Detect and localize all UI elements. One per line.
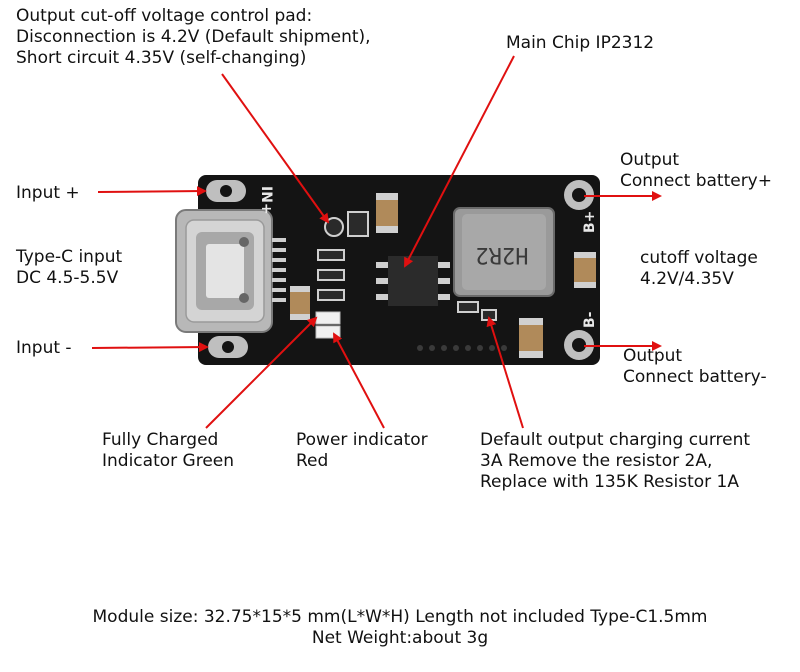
- cutoff-pad-line-2: Disconnection is 4.2V (Default shipment)…: [16, 27, 371, 47]
- hole-row: [417, 345, 507, 351]
- output-plus-line-2: Connect battery+: [620, 171, 772, 191]
- output-plus-line-1: Output: [620, 150, 680, 170]
- charging-current-line-1: Default output charging current: [480, 430, 751, 450]
- arrow-fully-charged: [205, 316, 318, 429]
- inductor-marking: H2R2: [476, 242, 529, 267]
- input-minus-label: Input -: [16, 338, 72, 358]
- typec-line-2: DC 4.5-5.5V: [16, 268, 119, 288]
- smd-resistors: [317, 211, 497, 321]
- cutoff-voltage-line-1: cutoff voltage: [640, 248, 758, 268]
- output-minus-line-2: Connect battery-: [623, 367, 767, 387]
- main-chip-label: Main Chip IP2312: [506, 33, 655, 53]
- silkscreen-in-plus: IN+: [258, 186, 274, 215]
- pad-in-plus: [206, 180, 246, 202]
- arrow-main-chip: [404, 55, 515, 268]
- cutoff-voltage-label: cutoff voltage 4.2V/4.35V: [640, 248, 758, 290]
- pointer-arrows: [91, 55, 662, 429]
- typec-label: Type-C input DC 4.5-5.5V: [16, 247, 122, 289]
- typec-connector: [175, 209, 273, 333]
- led-red: [315, 325, 341, 339]
- typec-line-1: Type-C input: [16, 247, 123, 267]
- silkscreen-b-minus: B-: [582, 311, 598, 328]
- fully-charged-label: Fully Charged Indicator Green: [102, 430, 234, 472]
- inductor: H2R2: [453, 207, 555, 297]
- charging-current-line-3: Replace with 135K Resistor 1A: [480, 472, 739, 492]
- fully-charged-line-2: Indicator Green: [102, 451, 235, 471]
- arrow-charging-current: [486, 316, 524, 429]
- cutoff-pad-line-1: Output cut-off voltage control pad:: [16, 6, 313, 26]
- output-minus-label: Output Connect battery-: [623, 346, 767, 388]
- power-indicator-line-1: Power indicator: [296, 430, 428, 450]
- cutoff-voltage-line-2: 4.2V/4.35V: [640, 269, 734, 289]
- output-plus-label: Output Connect battery+: [620, 150, 772, 192]
- power-indicator-label: Power indicator Red: [296, 430, 428, 472]
- main-chip: [376, 256, 450, 306]
- silkscreen-b-plus: B+: [582, 211, 598, 233]
- led-green: [315, 311, 341, 325]
- power-indicator-line-2: Red: [296, 451, 329, 471]
- typec-pins: [272, 238, 286, 302]
- arrow-power-indicator: [333, 332, 385, 429]
- charging-current-line-2: 3A Remove the resistor 2A,: [480, 451, 713, 471]
- output-minus-line-1: Output: [623, 346, 683, 366]
- arrow-input-plus: [97, 186, 207, 197]
- input-plus-label: Input +: [16, 183, 80, 203]
- pad-b-minus: [564, 330, 594, 360]
- cutoff-pad-line-3: Short circuit 4.35V (self-changing): [16, 48, 307, 68]
- cutoff-pad-label: Output cut-off voltage control pad: Disc…: [16, 6, 371, 69]
- charging-current-label: Default output charging current 3A Remov…: [480, 430, 750, 493]
- capacitors: [290, 193, 596, 358]
- net-weight-text: Net Weight:about 3g: [311, 628, 489, 648]
- module-size-text: Module size: 32.75*15*5 mm(L*W*H) Length…: [92, 607, 708, 627]
- fully-charged-line-1: Fully Charged: [102, 430, 219, 450]
- pad-in-minus: [208, 336, 248, 358]
- arrow-cutoff-pad: [221, 73, 330, 224]
- pad-b-plus: [564, 180, 594, 210]
- arrow-input-minus: [91, 342, 209, 353]
